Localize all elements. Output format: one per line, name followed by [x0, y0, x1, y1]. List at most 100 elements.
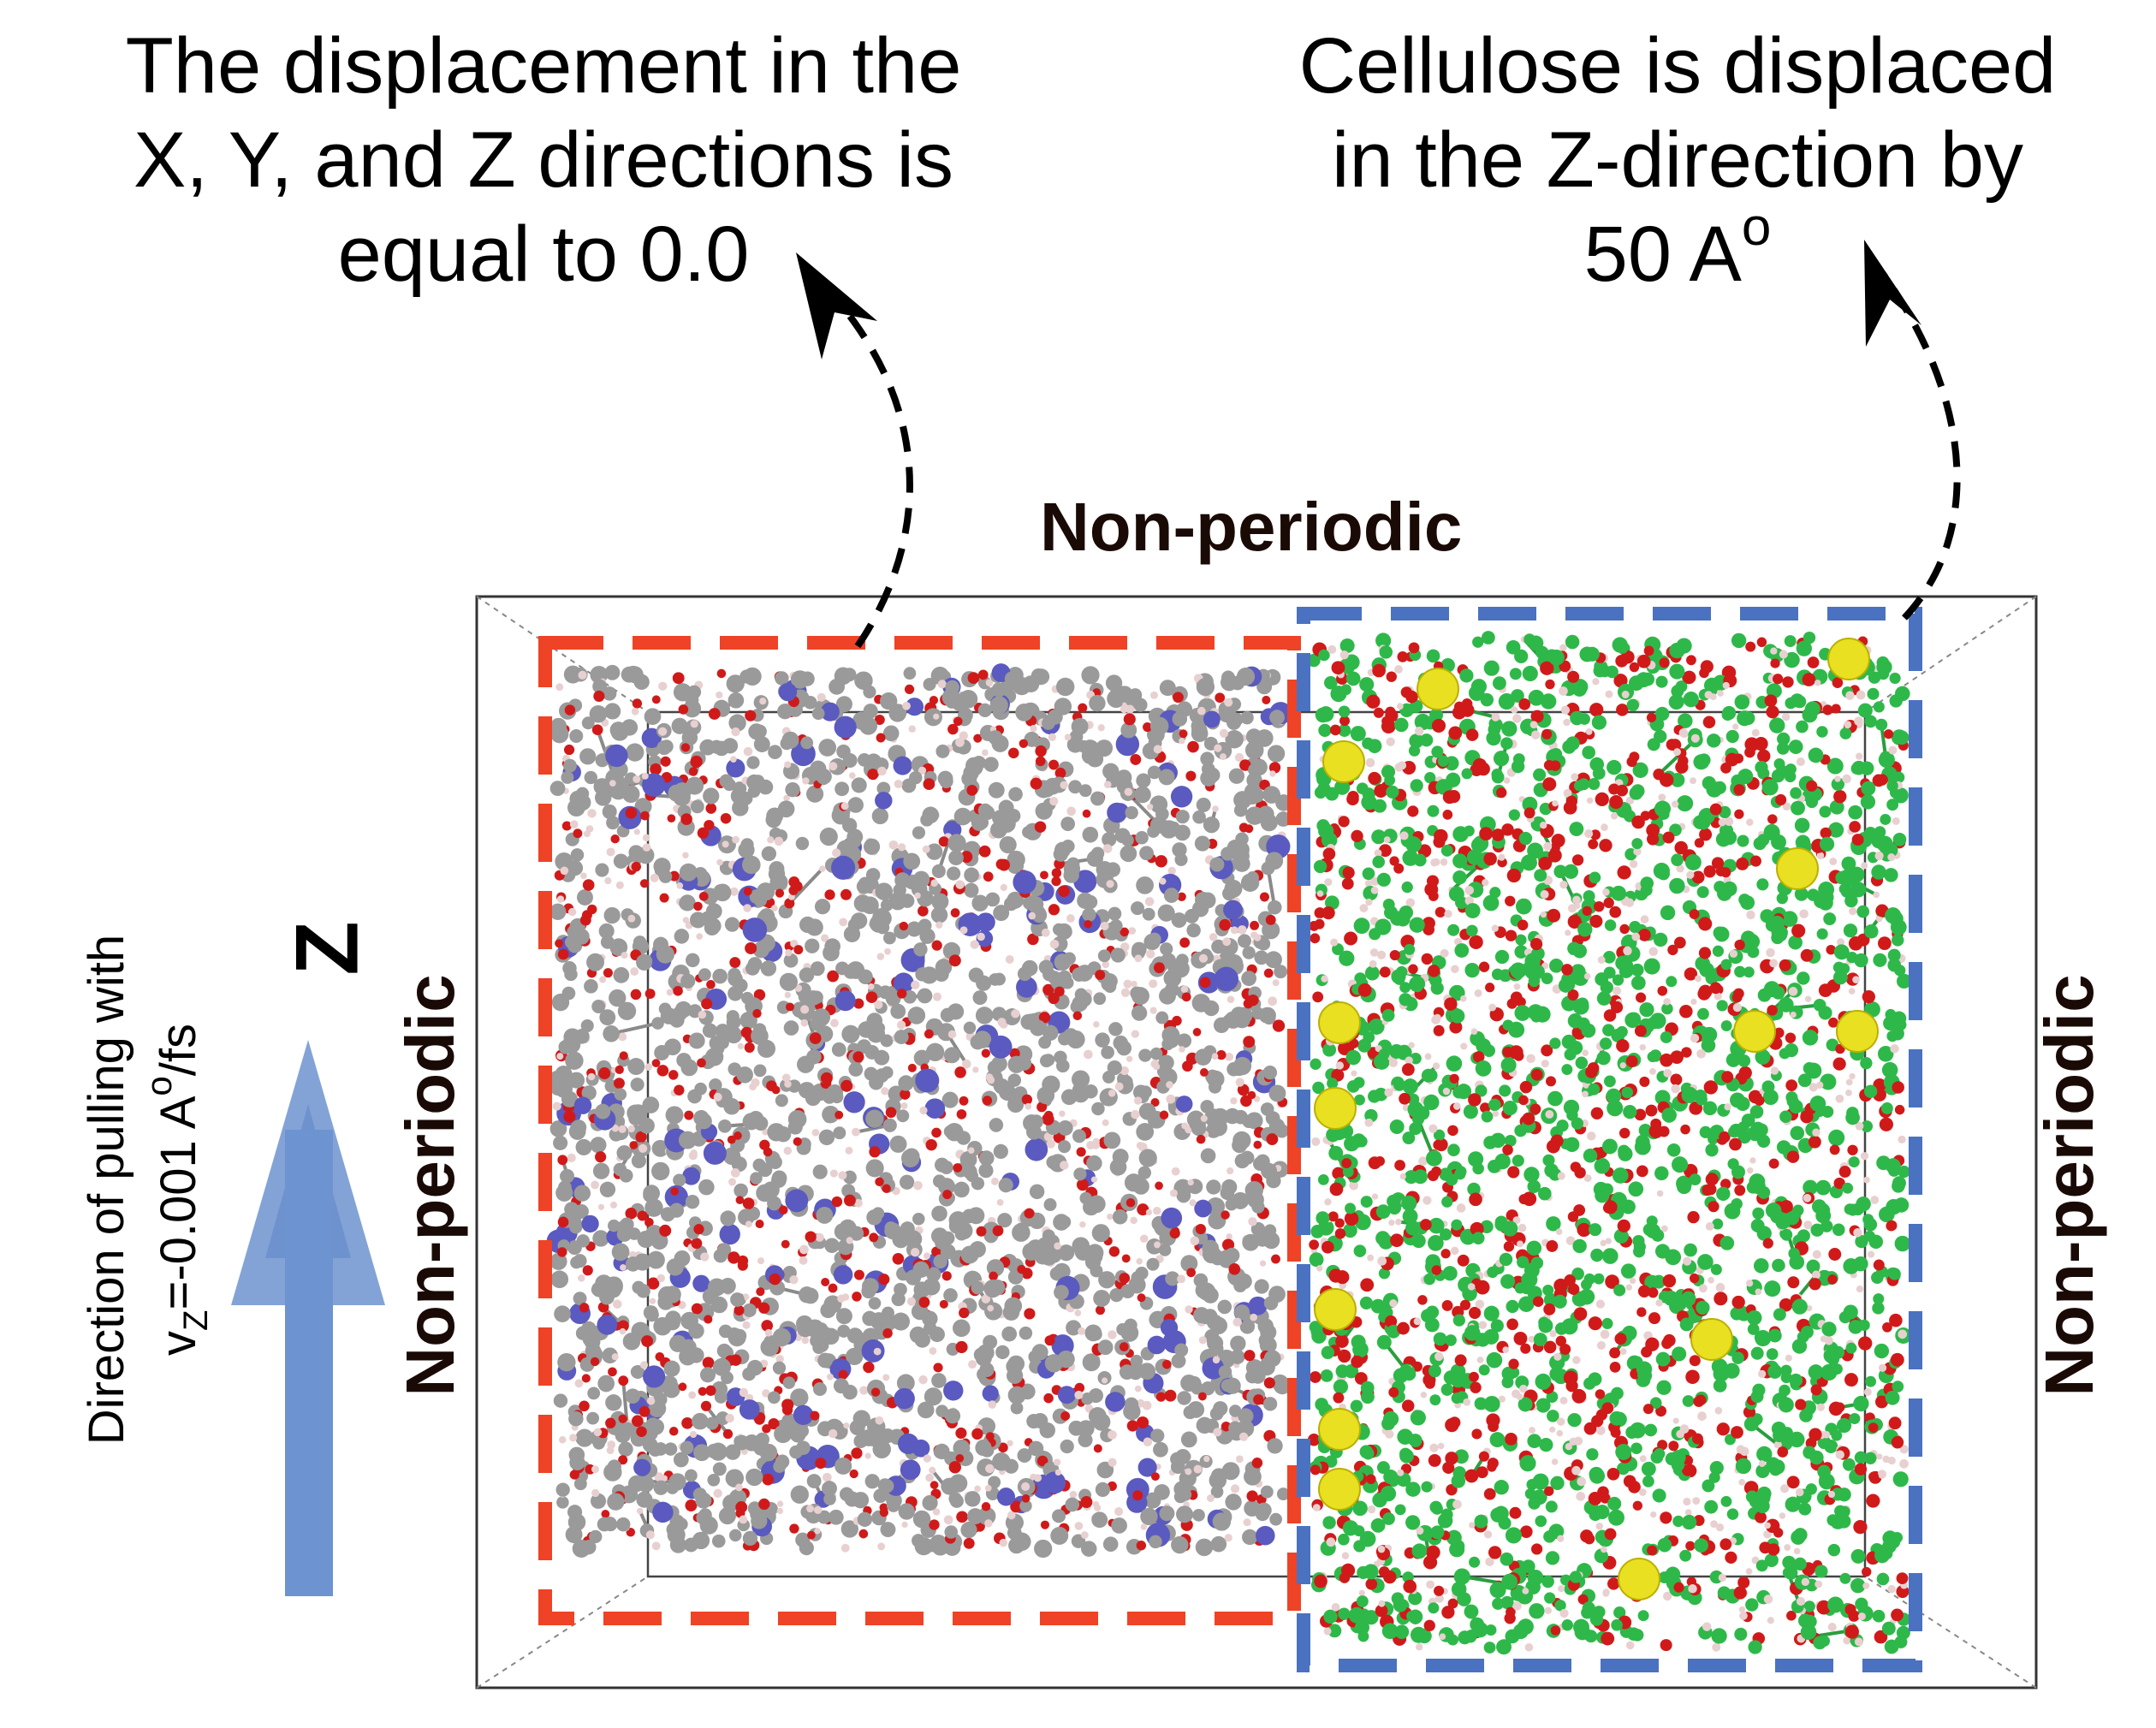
- hydrogen-atom: [1814, 680, 1821, 686]
- carbon-atom: [1138, 1149, 1157, 1167]
- carbon-atom: [1090, 791, 1105, 806]
- nitrogen-atom: [1073, 870, 1097, 894]
- hydrogen-atom: [1845, 1078, 1853, 1086]
- carbon-atom: [1164, 1033, 1179, 1048]
- hydrogen-atom: [1144, 897, 1155, 906]
- oxygen-atom: [930, 1481, 939, 1489]
- oxygen-atom: [744, 1042, 755, 1053]
- carbon-atom: [923, 678, 936, 692]
- carbon-atom: [595, 789, 612, 806]
- oxygen-atom: [579, 1400, 590, 1412]
- oxygen-atom: [1731, 1426, 1743, 1439]
- carbon-atom: [1007, 1269, 1024, 1285]
- hydrogen-atom: [947, 1030, 957, 1039]
- carbon-atom: [1449, 1541, 1465, 1558]
- carbon-atom: [835, 961, 850, 976]
- hydrogen-atom: [1887, 1584, 1896, 1594]
- carbon-atom: [1353, 1244, 1367, 1257]
- carbon-atom: [1601, 1248, 1618, 1264]
- oxygen-atom: [1108, 1246, 1120, 1257]
- nitrogen-atom: [893, 756, 912, 775]
- hydrogen-atom: [1126, 704, 1135, 714]
- hydrogen-atom: [1114, 1507, 1124, 1517]
- carbon-atom: [1333, 1379, 1349, 1394]
- carbon-atom: [1604, 919, 1617, 931]
- hydrogen-atom: [612, 1299, 622, 1309]
- carbon-atom: [967, 1207, 985, 1225]
- carbon-atom: [631, 1153, 646, 1169]
- carbon-atom: [1174, 824, 1191, 841]
- oxygen-atom: [1034, 821, 1047, 833]
- carbon-atom: [678, 1131, 697, 1149]
- oxygen-atom: [882, 1184, 891, 1193]
- hydrogen-atom: [988, 1400, 997, 1409]
- carbon-atom: [1058, 1244, 1075, 1262]
- carbon-atom: [1860, 794, 1876, 810]
- carbon-atom: [844, 1491, 860, 1507]
- carbon-atom: [673, 1173, 686, 1187]
- oxygen-atom: [918, 1297, 930, 1309]
- oxygen-atom: [625, 1207, 638, 1220]
- oxygen-atom: [1346, 793, 1359, 805]
- hydrogen-atom: [1524, 1642, 1534, 1652]
- carbon-atom: [818, 739, 837, 757]
- carbon-atom: [621, 785, 640, 804]
- carbon-atom: [777, 800, 795, 818]
- carbon-atom: [717, 1119, 732, 1133]
- hydrogen-atom: [901, 1521, 908, 1529]
- carbon-atom: [561, 770, 574, 784]
- carbon-atom: [591, 999, 606, 1013]
- oxygen-atom: [763, 1147, 773, 1157]
- carbon-atom: [866, 1209, 882, 1226]
- oxygen-atom: [752, 1008, 762, 1018]
- carbon-atom: [1267, 1438, 1283, 1454]
- carbon-atom: [1320, 1369, 1333, 1382]
- hydrogen-atom: [910, 1248, 920, 1257]
- carbon-atom: [1867, 687, 1880, 700]
- oxygen-atom: [680, 743, 691, 752]
- hydrogen-atom: [1476, 1357, 1484, 1363]
- carbon-atom: [1138, 1085, 1152, 1099]
- hydrogen-atom: [651, 1541, 661, 1551]
- hydrogen-atom: [627, 914, 636, 923]
- carbon-atom: [1019, 1326, 1033, 1340]
- carbon-atom: [868, 1297, 882, 1310]
- oxygen-atom: [637, 1210, 648, 1221]
- hydrogen-atom: [1114, 1082, 1124, 1091]
- carbon-atom: [854, 671, 873, 690]
- carbon-atom: [756, 1184, 774, 1202]
- hydrogen-atom: [1235, 1078, 1244, 1087]
- carbon-atom: [1493, 751, 1510, 767]
- oxygen-atom: [1483, 1488, 1496, 1500]
- carbon-atom: [973, 1030, 992, 1048]
- hydrogen-atom: [1033, 1474, 1042, 1482]
- carbon-atom: [1509, 668, 1522, 680]
- oxygen-atom: [1685, 1541, 1696, 1551]
- hydrogen-atom: [1102, 1119, 1109, 1126]
- carbon-atom: [1256, 679, 1273, 695]
- oxygen-atom: [1807, 656, 1820, 668]
- hydrogen-atom: [774, 836, 784, 846]
- hydrogen-atom: [1234, 752, 1244, 763]
- hydrogen-atom: [764, 1328, 773, 1337]
- hydrogen-atom: [1559, 1396, 1568, 1404]
- carbon-atom: [712, 968, 728, 984]
- carbon-atom: [1800, 1325, 1814, 1339]
- hydrogen-atom: [888, 840, 899, 850]
- perspective-lines: [476, 596, 2037, 1689]
- oxygen-atom: [1120, 927, 1130, 937]
- hydrogen-atom: [1710, 1520, 1718, 1529]
- carbon-atom: [1483, 1305, 1500, 1321]
- carbon-atom: [963, 1021, 977, 1035]
- oxygen-atom: [681, 1416, 693, 1429]
- oxygen-atom: [1019, 739, 1029, 748]
- carbon-atom: [965, 1491, 981, 1507]
- carbon-atom: [1656, 1380, 1672, 1395]
- carbon-atom: [903, 1148, 920, 1165]
- oxygen-atom: [755, 1220, 764, 1229]
- carbon-atom: [750, 1172, 763, 1185]
- carbon-atom: [1128, 1276, 1146, 1294]
- carbon-atom: [1725, 729, 1739, 744]
- oxygen-atom: [1506, 1318, 1518, 1331]
- hydrogen-atom: [1066, 806, 1076, 816]
